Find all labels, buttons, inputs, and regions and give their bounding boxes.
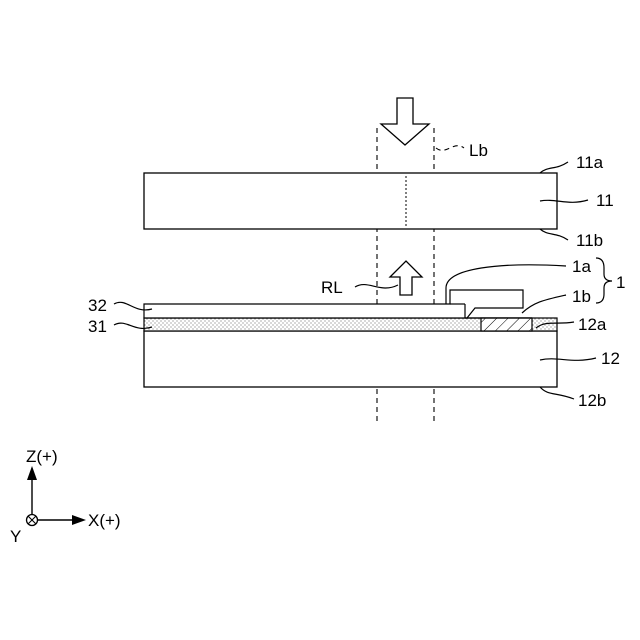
x-arrowhead (72, 515, 86, 525)
leader-12b (540, 387, 574, 399)
leader-11a (540, 162, 568, 173)
label-1: 1 (616, 273, 625, 292)
label-lb: Lb (469, 141, 488, 160)
label-11b: 11b (576, 231, 603, 250)
label-y-axis: Y (10, 527, 21, 546)
label-1a: 1a (572, 257, 591, 276)
z-arrowhead (27, 466, 37, 480)
label-11a: 11a (576, 153, 604, 172)
label-12b: 12b (578, 391, 606, 410)
lb-leader (436, 146, 464, 151)
label-x-axis: X(+) (88, 511, 121, 530)
label-12: 12 (601, 349, 620, 368)
leader-11b (540, 229, 568, 240)
substrate-12 (144, 331, 557, 387)
label-z-axis: Z(+) (26, 447, 58, 466)
reflected-light-arrow (390, 261, 422, 295)
element-1b (481, 318, 532, 331)
label-11: 11 (596, 191, 614, 210)
label-31: 31 (88, 317, 107, 336)
label-rl: RL (321, 278, 343, 297)
label-1b: 1b (572, 287, 591, 306)
member-11 (144, 173, 557, 229)
brace-1 (596, 258, 612, 303)
incident-laser-arrow (381, 98, 429, 145)
label-12a: 12a (578, 315, 607, 334)
leader-1b (522, 295, 566, 313)
label-32: 32 (88, 296, 107, 315)
